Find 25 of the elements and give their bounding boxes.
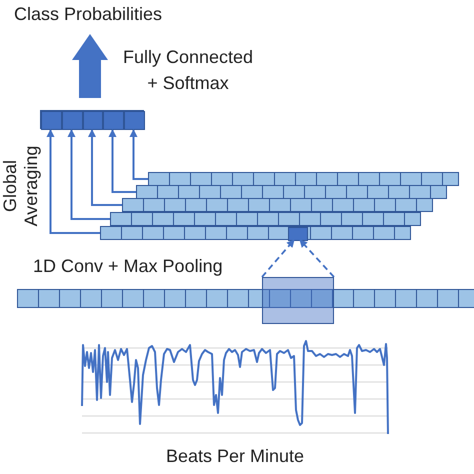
pooling-window: [262, 277, 334, 324]
feature-map-row: [110, 212, 421, 226]
arrow: [88, 129, 122, 206]
feature-cell: [62, 111, 83, 130]
arrow: [108, 129, 136, 193]
feature-map-row: [136, 185, 447, 199]
caption-text: Beats Per Minute: [166, 446, 304, 467]
output-label: Class Probabilities: [14, 4, 184, 28]
caption-text: 1D Conv + Max Pooling: [33, 256, 223, 277]
arrow: [68, 129, 110, 220]
feature-map-row: [122, 198, 433, 212]
feature-cell: [124, 111, 145, 130]
feature-cell: [288, 227, 308, 241]
feature-cell: [41, 111, 62, 130]
feature-map-row: [100, 226, 411, 240]
pooled-vector: [40, 110, 144, 129]
arrow: [261, 239, 295, 278]
feature-map-row: [148, 172, 459, 186]
feature-map-row: [17, 289, 474, 308]
caption-text: Global Averaging: [0, 144, 42, 228]
arrow: [46, 129, 100, 234]
arrow: [299, 239, 335, 278]
feature-cell: [103, 111, 124, 130]
feature-cell: [83, 111, 103, 130]
arrow: [130, 129, 148, 180]
